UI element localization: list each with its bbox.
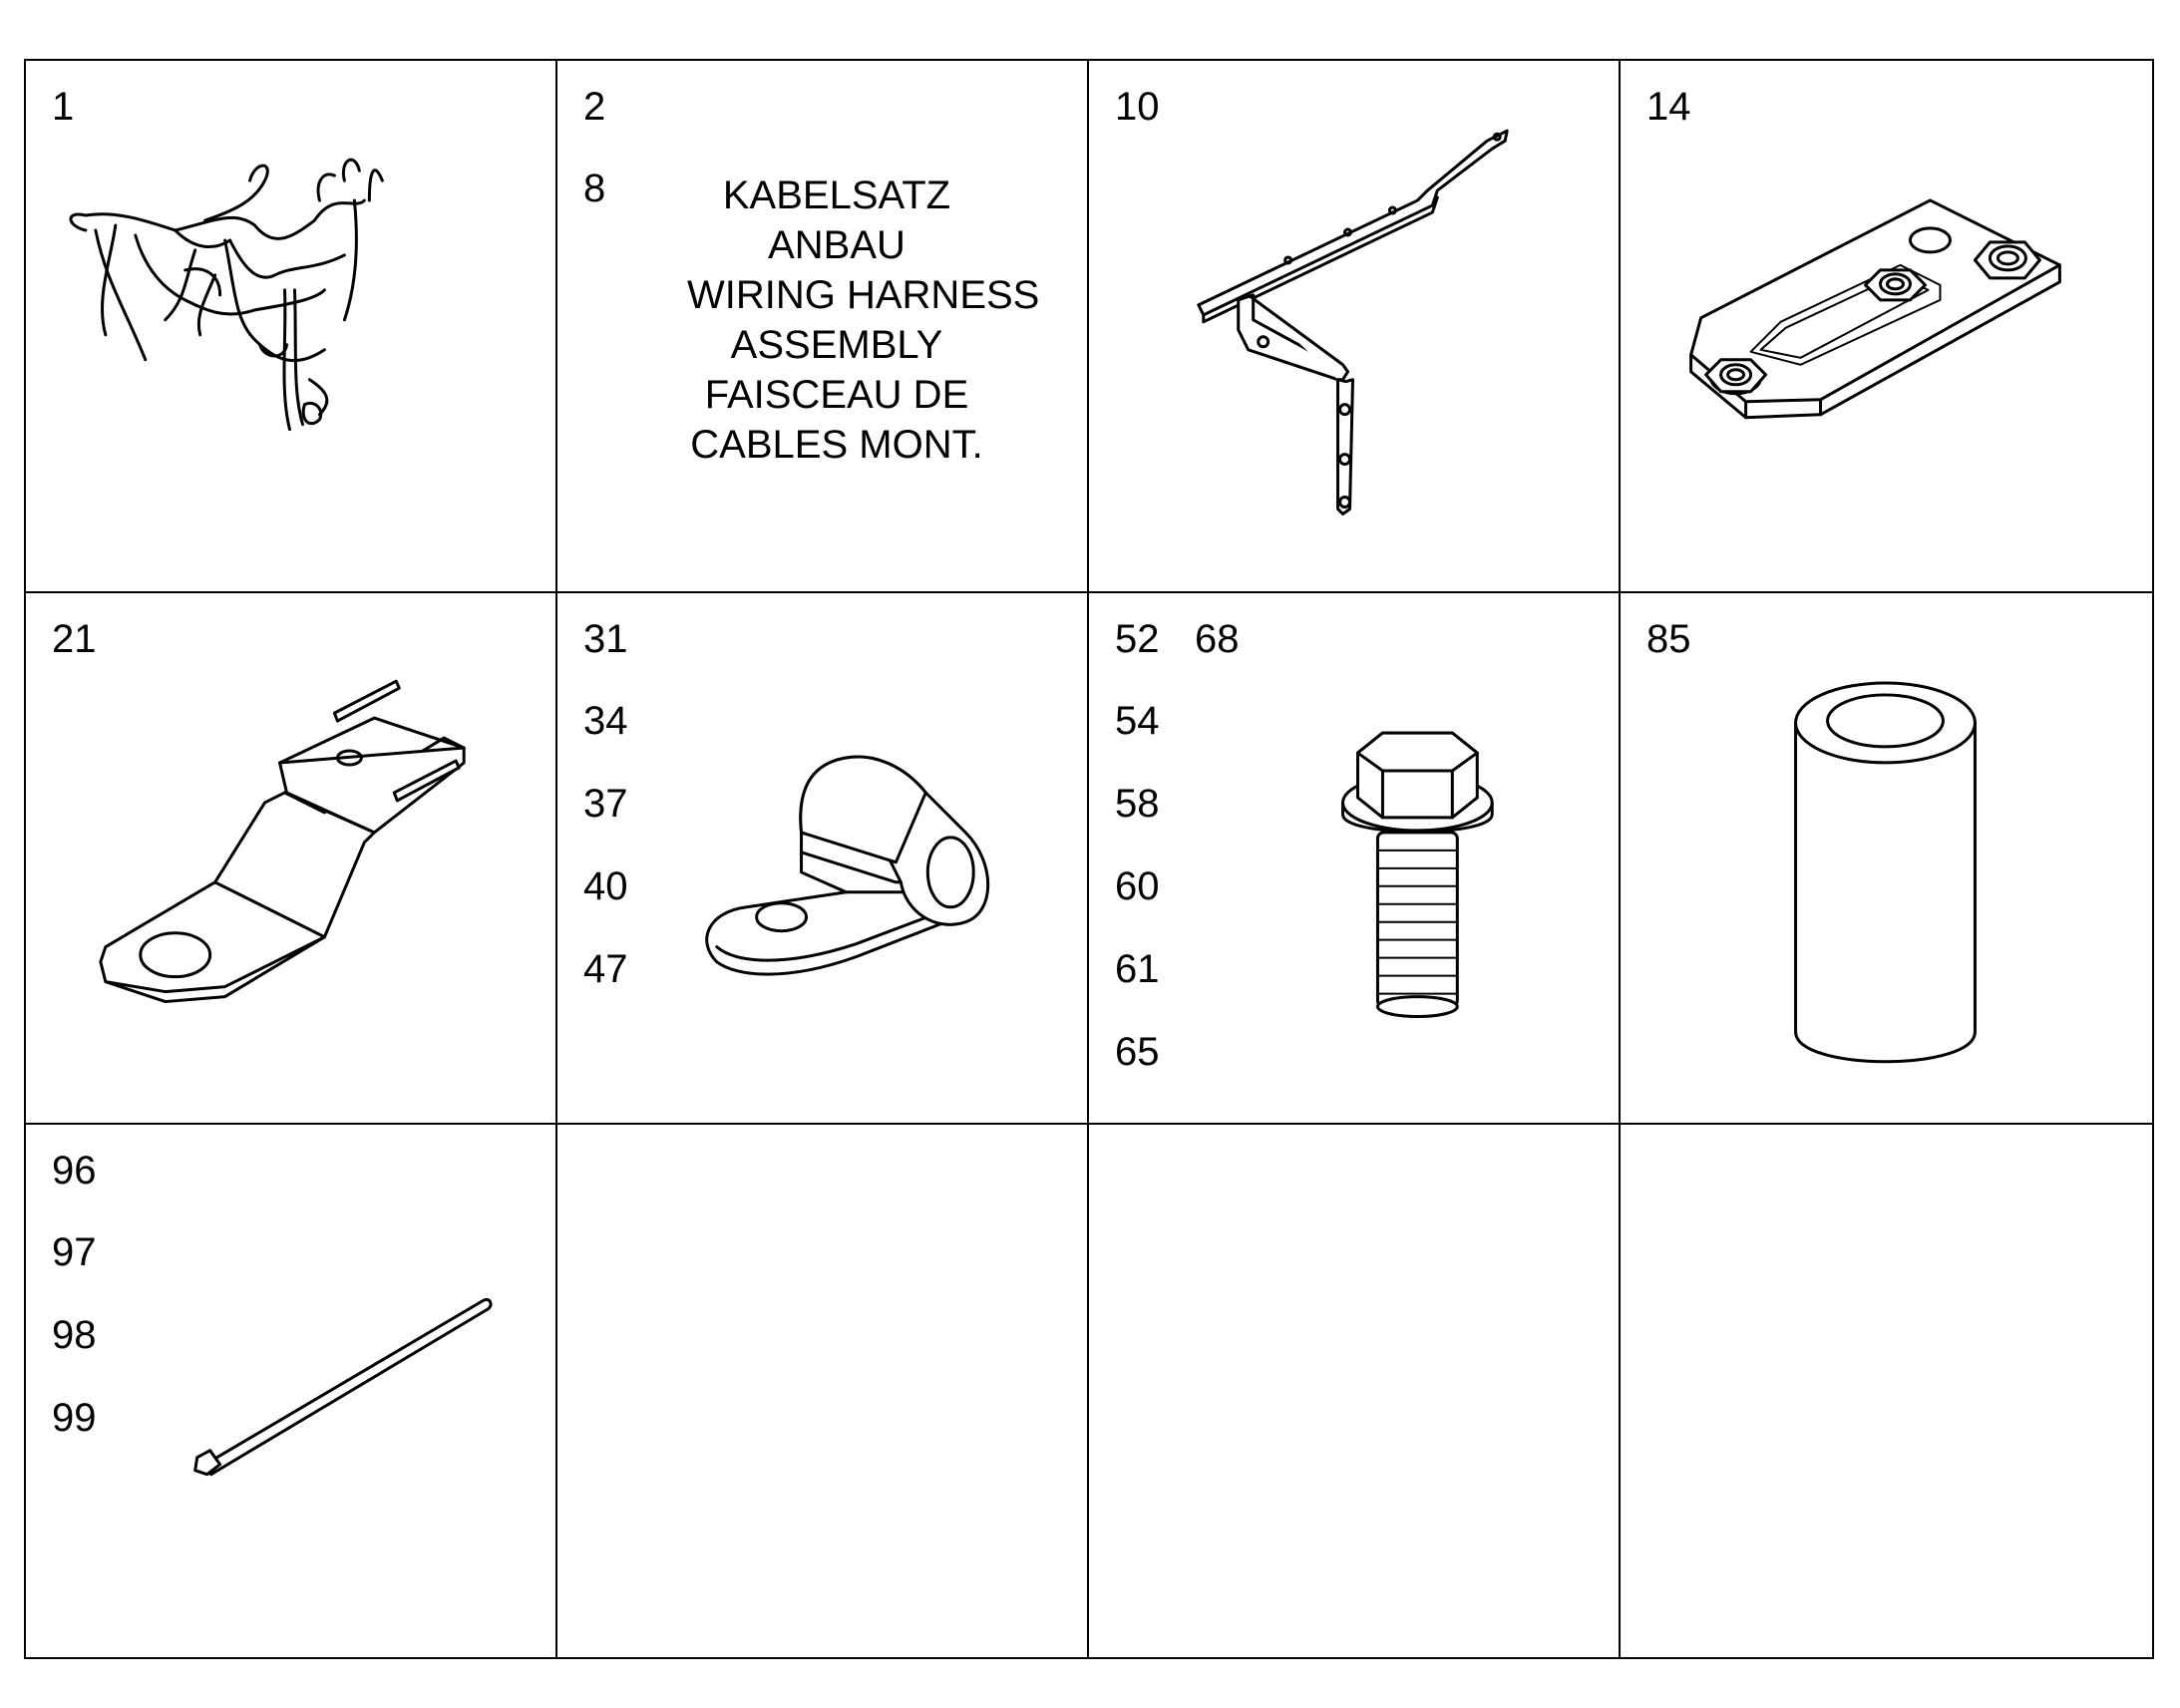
cell-part-96: 96 97 98 99 [26, 1125, 557, 1657]
cable-lug-icon [99, 679, 466, 1003]
empty-cell [557, 1125, 1089, 1657]
part-number: 14 [1646, 85, 1691, 129]
description-line: KABELSATZ [722, 173, 951, 217]
part-number: 2 [583, 85, 606, 129]
part-number: 85 [1646, 616, 1691, 661]
cell-part-85: 85 [1621, 593, 2152, 1126]
cable-tie-icon [193, 1298, 493, 1477]
part-number: 60 [1115, 863, 1160, 908]
part-number: 68 [1195, 616, 1240, 661]
parts-grid: 1 2 8 KABELSATZ ANBAU [24, 59, 2154, 1659]
flange-bolt-icon [1341, 731, 1494, 1018]
part-number: 97 [52, 1230, 97, 1275]
part-number: 8 [583, 167, 606, 210]
part-number: 96 [52, 1149, 97, 1194]
part-number: 61 [1115, 946, 1160, 991]
cell-part-52: 52 68 54 58 60 61 65 [1089, 592, 1621, 1126]
cell-part-10: 10 [1089, 61, 1621, 593]
empty-cell [1621, 1125, 2152, 1657]
part-number: 54 [1115, 698, 1160, 743]
description-line: WIRING HARNESS [687, 273, 1040, 317]
part-number: 37 [583, 781, 628, 826]
part-number: 58 [1115, 781, 1160, 826]
part-number: 10 [1115, 85, 1160, 129]
part-number: 40 [583, 863, 628, 908]
description-line: ANBAU [768, 223, 906, 267]
description-line: FAISCEAU DE [704, 373, 969, 417]
part-number: 99 [52, 1396, 97, 1441]
part-description: KABELSATZ ANBAU WIRING HARNESS ASSEMBLY … [687, 171, 1040, 470]
part-number: 1 [52, 85, 75, 129]
empty-cell [1089, 1125, 1621, 1657]
spacer-sleeve-icon [1794, 681, 1977, 1063]
part-number: 98 [52, 1313, 97, 1358]
wiring-harness-icon [69, 158, 384, 432]
part-number: 31 [583, 616, 628, 661]
cell-part-1: 1 [26, 61, 557, 593]
part-number: 21 [52, 616, 97, 661]
mounting-plate-icon [1689, 198, 2061, 420]
cell-part-14: 14 [1621, 61, 2152, 593]
cell-part-2-8: 2 8 KABELSATZ ANBAU WIRING HARNESS ASSEM… [557, 61, 1089, 593]
part-number: 34 [583, 698, 628, 743]
cell-part-21: 21 [26, 592, 557, 1126]
description-line: CABLES MONT. [690, 423, 983, 467]
part-number: 65 [1115, 1029, 1160, 1074]
part-number: 47 [583, 946, 628, 991]
cell-part-31: 31 34 37 40 47 [557, 592, 1089, 1126]
description-line: ASSEMBLY [730, 323, 943, 367]
part-number: 52 [1115, 616, 1160, 661]
p-clamp-icon [705, 755, 990, 976]
bracket-icon [1197, 129, 1509, 515]
